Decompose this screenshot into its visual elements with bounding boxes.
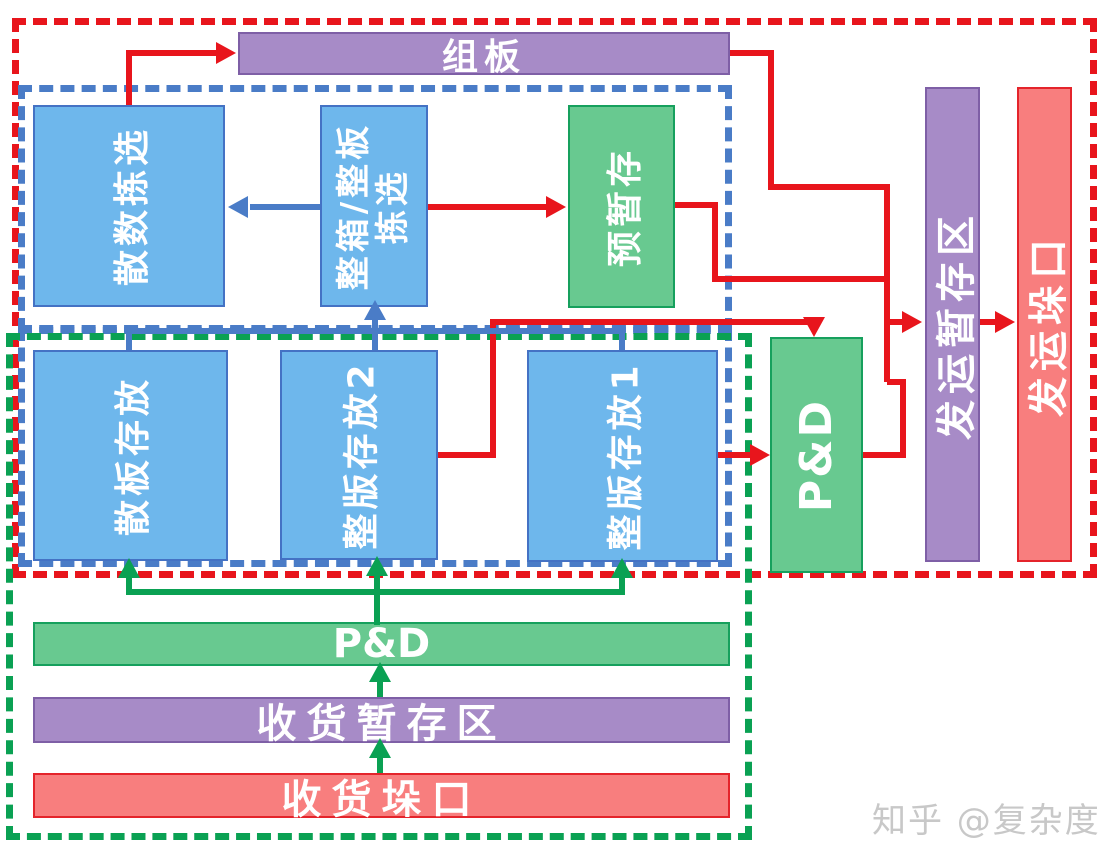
red-connector-pd-to-shipping-staging-segment [887, 379, 904, 385]
red-connector-staging-to-dock-segment [980, 319, 996, 325]
node-full-board-storage-2-label: 整版存放2 [342, 360, 383, 550]
receiving-zone-dashed-border [6, 333, 752, 840]
outbound-zone-dashed-border [12, 18, 1097, 578]
node-full-case-picking: 整箱/整板拣选 [320, 105, 428, 307]
node-full-board-storage-1: 整版存放1 [527, 350, 718, 562]
zhihu-watermark: 知乎 @复杂度 [872, 801, 1101, 841]
node-shipping-dock: 发运垛口 [1017, 87, 1072, 562]
green-connector-receiving-staging-to-pd-segment [377, 682, 383, 697]
red-connector-board-assembly-to-shipping-staging-segment [768, 50, 774, 190]
red-arrowhead-into-pd-top-icon [803, 317, 825, 337]
red-connector-into-shipping-staging-segment [884, 319, 904, 325]
node-pd-vertical-label: P&D [791, 398, 842, 512]
green-arrowhead-into-full-board-storage-2-icon [366, 556, 388, 576]
blue-arrowhead-into-loose-picking-icon [228, 196, 248, 218]
blue-connector-storage-to-fullcase-picking-segment [126, 334, 132, 350]
node-loose-picking: 散数拣选 [33, 105, 225, 307]
red-connector-storage2-to-pd-segment [438, 452, 496, 458]
green-arrowhead-into-loose-board-storage-icon [118, 558, 140, 578]
node-shipping-staging-label: 发运暂存区 [933, 209, 980, 440]
node-board-assembly-label: 组板 [441, 36, 526, 78]
node-full-board-storage-1-label: 整版存放1 [605, 361, 647, 551]
blue-connector-fullcase-to-loose-picking-segment [250, 204, 320, 210]
green-connector-pd-to-storage-segment [126, 576, 132, 595]
green-arrowhead-into-receiving-staging-icon [369, 738, 391, 758]
red-connector-storage2-to-pd-segment [490, 319, 816, 325]
blue-arrowhead-into-fullcase-picking-icon [364, 300, 386, 320]
node-full-board-storage-2: 整版存放2 [280, 350, 438, 560]
node-pd-horizontal: P&D [33, 621, 730, 667]
blue-connector-storage-to-fullcase-picking-segment [619, 334, 625, 350]
red-arrowhead-into-shipping-dock-icon [995, 311, 1015, 333]
node-loose-board-storage-label: 散板存放 [113, 375, 155, 536]
red-arrowhead-into-pre-staging-icon [546, 196, 566, 218]
red-connector-loose-picking-to-board-assembly-segment [126, 53, 132, 105]
blue-connector-storage-to-fullcase-picking-segment [372, 320, 378, 350]
green-connector-pd-to-storage-segment [374, 576, 380, 625]
red-connector-loose-picking-to-board-assembly-segment [126, 50, 216, 56]
node-shipping-dock-label: 发运垛口 [1025, 232, 1072, 417]
red-connector-storage2-to-pd-segment [490, 319, 496, 458]
node-pre-staging: 预暂存 [568, 105, 675, 308]
red-connector-trunk-segment [884, 184, 890, 382]
red-arrowhead-into-pd-left-icon [750, 444, 770, 466]
red-connector-board-assembly-to-shipping-staging-segment [768, 184, 890, 190]
node-pd-vertical: P&D [770, 337, 863, 573]
red-connector-pd-to-shipping-staging-segment [900, 379, 906, 458]
green-arrowhead-into-pd-bar-icon [369, 662, 391, 682]
red-connector-storage1-to-pd-segment [718, 452, 752, 458]
node-full-case-picking-label: 整箱/整板拣选 [333, 121, 414, 291]
red-connector-pre-staging-to-shipping-staging-segment [712, 276, 890, 282]
node-loose-board-storage: 散板存放 [33, 350, 228, 561]
red-arrowhead-into-shipping-staging-icon [902, 311, 922, 333]
node-receiving-dock-label: 收货垛口 [281, 776, 482, 823]
node-pre-staging-label: 预暂存 [604, 146, 646, 267]
red-connector-pre-staging-to-shipping-staging-segment [675, 202, 718, 208]
red-connector-pd-to-shipping-staging-segment [863, 452, 906, 458]
green-connector-pd-to-storage-segment [619, 576, 625, 595]
green-arrowhead-into-full-board-storage-1-icon [611, 558, 633, 578]
node-loose-picking-label: 散数拣选 [111, 125, 153, 287]
green-connector-receiving-dock-to-staging-segment [377, 758, 383, 773]
red-connector-board-assembly-to-shipping-staging-segment [730, 50, 774, 56]
red-arrowhead-into-board-assembly-icon [216, 42, 236, 64]
red-connector-pre-staging-to-shipping-staging-segment [712, 202, 718, 282]
node-pd-horizontal-label: P&D [332, 621, 431, 667]
red-connector-full-case-picking-to-pre-staging-segment [428, 204, 546, 210]
node-shipping-staging: 发运暂存区 [925, 87, 980, 562]
node-board-assembly: 组板 [238, 32, 730, 78]
node-receiving-staging: 收货暂存区 [33, 697, 730, 747]
node-receiving-dock: 收货垛口 [33, 773, 730, 823]
